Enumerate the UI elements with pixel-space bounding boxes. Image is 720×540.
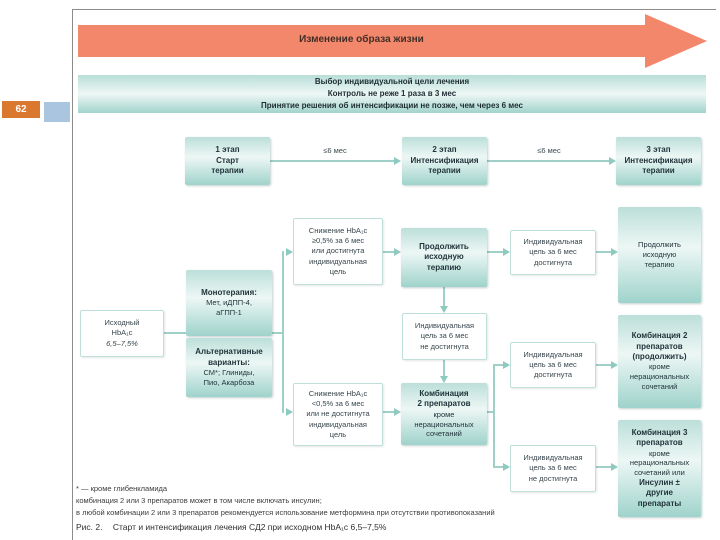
- connector-ok-continue: [383, 251, 395, 253]
- connector-continue-down: [443, 287, 445, 307]
- arrowhead-combo3: [611, 463, 618, 471]
- arrowhead-goalmet2: [503, 361, 510, 369]
- stage-box-3: 3 этап Интенсификация терапии: [616, 137, 701, 185]
- arrowhead-goalmet1: [503, 248, 510, 256]
- footnote-2: комбинация 2 или 3 препаратов может в то…: [76, 496, 322, 505]
- lifestyle-arrow-body: [78, 25, 645, 57]
- slide-frame-left: [72, 9, 73, 540]
- arrowhead-stage3: [609, 157, 616, 165]
- flow-box-continue-initial-right: Продолжить исходную терапию: [618, 207, 701, 303]
- combo3-title: Комбинация 3 препаратов: [631, 427, 688, 448]
- flow-box-goal-met-2: Индивидуальная цель за 6 мес достигнута: [510, 342, 596, 388]
- combo2-continue-title: Комбинация 2 препаратов (продолжить): [631, 331, 688, 362]
- connector-stage2-stage3: [487, 160, 611, 162]
- page-number-badge: 62: [2, 101, 40, 118]
- goal-banner: Выбор индивидуальной цели лечения Контро…: [78, 75, 706, 113]
- interval-label-1: ≤6 мес: [323, 146, 347, 155]
- interval-label-2: ≤6 мес: [537, 146, 561, 155]
- connector-low-combo2: [383, 411, 395, 413]
- alternatives-body: СМ*; Глиниды, Пио, Акарбоза: [203, 368, 255, 387]
- figure-caption-label: Рис. 2.: [76, 522, 103, 532]
- goal-banner-line2: Контроль не реже 1 раза в 3 мес: [327, 89, 457, 98]
- flow-box-continue-initial: Продолжить исходную терапию: [401, 228, 487, 287]
- monotherapy-body: Мет, иДПП-4, аГПП-1: [206, 298, 252, 318]
- flow-box-baseline-hba1c: Исходный HbA₁c 6,5–7,5%: [80, 310, 164, 357]
- flow-box-combo2: Комбинация 2 препаратов кроме нерационал…: [401, 383, 487, 445]
- connector-branch-vertical-right: [493, 364, 495, 468]
- connector-goalmet1-continue-right: [596, 251, 612, 253]
- page-number: 62: [15, 104, 27, 115]
- footnote-1: * — кроме глибенкламида: [76, 484, 168, 493]
- lifestyle-arrow-label: Изменение образа жизни: [299, 34, 424, 45]
- connector-goalmet2-combo2cont: [596, 364, 612, 366]
- arrowhead-combo2cont: [611, 361, 618, 369]
- monotherapy-title: Монотерапия:: [201, 288, 257, 298]
- connector-combo2-branch: [487, 411, 495, 413]
- connector-continue-goalmet1: [487, 251, 504, 253]
- stage-box-1: 1 этап Старт терапии: [185, 137, 270, 185]
- flow-box-decrease-ok: Снижение HbA₁c ≥0,5% за 6 мес или достиг…: [293, 218, 383, 285]
- figure-caption: Рис. 2. Старт и интенсификация лечения С…: [76, 522, 386, 532]
- connector-branch-vertical-left: [282, 251, 284, 413]
- arrowhead-stage2: [394, 157, 401, 165]
- lifestyle-arrow-head: [645, 14, 707, 68]
- decor-blue-block: [44, 102, 70, 122]
- arrowhead-goalnotmet2: [503, 463, 510, 471]
- connector-notmet-combo2: [443, 360, 445, 377]
- alternatives-title: Альтернативные варианты:: [195, 347, 263, 367]
- flow-box-alternatives: Альтернативные варианты: СМ*; Глиниды, П…: [186, 338, 272, 397]
- flow-box-monotherapy: Монотерапия: Мет, иДПП-4, аГПП-1: [186, 270, 272, 336]
- combo2-title: Комбинация 2 препаратов: [417, 388, 471, 409]
- stage-box-2: 2 этап Интенсификация терапии: [402, 137, 487, 185]
- goal-banner-line3: Принятие решения об интенсификации не по…: [261, 101, 523, 110]
- flow-box-combo3: Комбинация 3 препаратов кроме нерационал…: [618, 420, 701, 517]
- arrowhead-combo2: [440, 376, 448, 383]
- arrowhead-continue: [394, 248, 401, 256]
- combo2-continue-body: кроме нерациональных сочетаний: [629, 362, 690, 391]
- footnote-3: в любой комбинации 2 или 3 препаратов ре…: [76, 508, 495, 517]
- combo2-body: кроме нерациональных сочетаний: [414, 409, 474, 439]
- flow-box-goal-not-met-2: Индивидуальная цель за 6 мес не достигну…: [510, 445, 596, 492]
- flow-box-combo2-continue: Комбинация 2 препаратов (продолжить) кро…: [618, 315, 701, 408]
- baseline-value: 6,5–7,5%: [106, 338, 138, 348]
- goal-banner-line1: Выбор индивидуальной цели лечения: [314, 77, 470, 86]
- flow-box-goal-met-1: Индивидуальная цель за 6 мес достигнута: [510, 230, 596, 275]
- connector-branch-goalmet2: [493, 364, 504, 366]
- slide-frame-top: [72, 9, 716, 10]
- arrowhead-continue-right: [611, 248, 618, 256]
- connector-goalnotmet2-combo3: [596, 466, 612, 468]
- figure-caption-text: Старт и интенсификация лечения СД2 при и…: [112, 522, 387, 532]
- arrowhead-decrease-low: [286, 408, 293, 416]
- arrowhead-decrease-ok: [286, 248, 293, 256]
- flow-box-goal-not-met-1: Индивидуальная цель за 6 мес не достигну…: [402, 313, 487, 360]
- baseline-title: Исходный HbA₁c: [104, 318, 140, 338]
- connector-stage1-stage2: [270, 160, 396, 162]
- connector-branch-goalnotmet2: [493, 466, 504, 468]
- flow-box-decrease-low: Снижение HbA₁c <0,5% за 6 мес или не дос…: [293, 383, 383, 446]
- arrowhead-goal-not-met-1: [440, 306, 448, 313]
- combo3-tail: Инсулин ± другие препараты: [637, 477, 682, 508]
- arrowhead-combo2-left: [394, 408, 401, 416]
- combo3-mid: кроме нерациональных сочетаний или: [629, 448, 690, 478]
